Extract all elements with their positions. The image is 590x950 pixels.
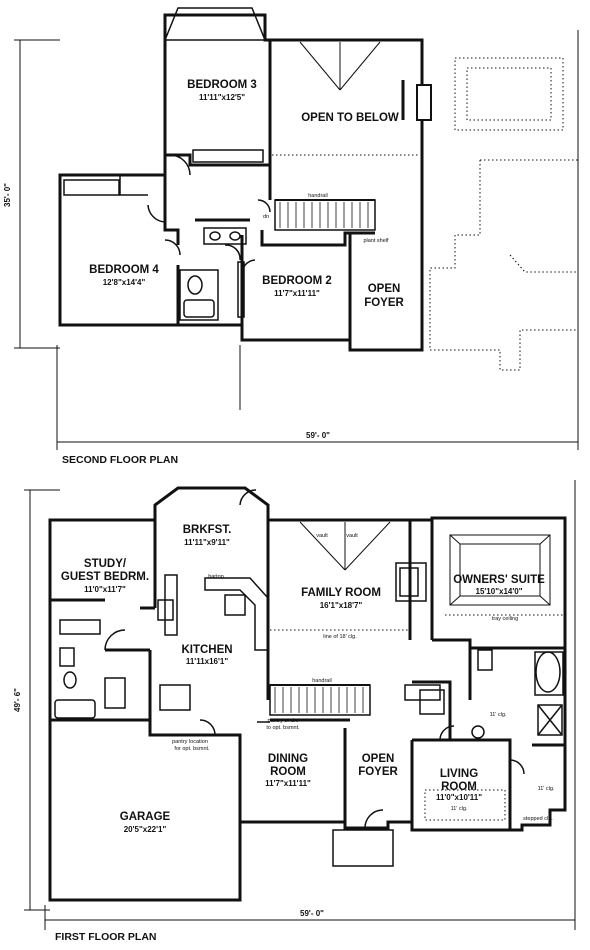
- stepped-clg-note: stepped clg.: [523, 816, 553, 822]
- first-open-foyer-line2: FOYER: [358, 766, 398, 778]
- pantry-location-note: pantry location: [172, 739, 208, 745]
- bedroom4-size: 12'8"x14'4": [103, 278, 146, 287]
- bedroom2-label: BEDROOM 2: [262, 275, 332, 287]
- tray-ceiling-note: tray ceiling: [492, 616, 518, 622]
- family-room-label: FAMILY ROOM: [301, 587, 381, 599]
- bedroom2-size: 11'7"x11'11": [274, 289, 320, 298]
- living-clg-note: 11' clg.: [451, 806, 468, 812]
- bedroom3-label: BEDROOM 3: [187, 79, 257, 91]
- vault-note-1: vault: [316, 533, 328, 539]
- clg-note-b: 11' clg.: [538, 786, 555, 792]
- study-size: 11'0"x11'7": [84, 585, 126, 594]
- first-floor-caption: FIRST FLOOR PLAN: [55, 931, 157, 943]
- dining-label-line1: DINING: [268, 753, 308, 765]
- second-depth-dimension: 35'- 0": [3, 183, 12, 207]
- open-foyer-line2: FOYER: [364, 297, 404, 309]
- owners-suite-size: 15'10"x14'0": [476, 587, 523, 596]
- first-open-foyer-line1: OPEN: [362, 753, 395, 765]
- stair-second-floor: [274, 199, 376, 231]
- line-of-clg-note: line of 18' clg.: [323, 634, 357, 640]
- garage-label: GARAGE: [120, 811, 171, 823]
- second-width-dimension: 59'- 0": [306, 431, 330, 440]
- first-width-dimension: 59'- 0": [300, 909, 324, 918]
- vault-note-2: vault: [346, 533, 358, 539]
- living-label-line1: LIVING: [440, 768, 478, 780]
- to-opt-bsmnt-note: to opt. bsmnt.: [266, 725, 300, 731]
- brkfst-label: BRKFST.: [183, 524, 232, 536]
- study-label-line1: STUDY/: [84, 558, 127, 570]
- pantry-or-note: pantry or dn.: [268, 718, 299, 724]
- first-floor-plan: [24, 480, 576, 930]
- brkfst-size: 11'11"x9'11": [184, 538, 230, 547]
- bedroom4-label: BEDROOM 4: [89, 264, 159, 276]
- kitchen-size: 11'11x16'1": [186, 657, 229, 666]
- bedroom3-size: 11'11"x12'5": [199, 93, 245, 102]
- dining-size: 11'7"x11'11": [265, 779, 311, 788]
- garage-size: 20'5"x22'1": [124, 825, 167, 834]
- stair-first-floor: [269, 684, 371, 716]
- stair-dn-note: dn: [263, 214, 269, 220]
- handrail-note: handrail: [308, 193, 328, 199]
- study-label-line2: GUEST BEDRM.: [61, 571, 149, 583]
- family-room-size: 16'1"x18'7": [320, 601, 363, 610]
- second-floor-plan: [14, 7, 579, 450]
- first-depth-dimension: 49'- 6": [13, 688, 22, 712]
- kitchen-label: KITCHEN: [181, 644, 232, 656]
- opt-bsmnt-note: for opt. bsmnt.: [174, 746, 210, 752]
- open-foyer-line1: OPEN: [368, 283, 401, 295]
- first-handrail-note: handrail: [312, 678, 332, 684]
- living-label-line2: ROOM: [441, 781, 477, 793]
- owners-suite-label: OWNERS' SUITE: [453, 574, 545, 586]
- dining-label-line2: ROOM: [270, 766, 306, 778]
- bartop-note: bartop: [208, 574, 224, 580]
- clg-note-a: 11' clg.: [490, 712, 507, 718]
- plant-shelf-note: plant shelf: [363, 238, 389, 244]
- open-to-below-label: OPEN TO BELOW: [301, 112, 399, 124]
- living-size: 11'0"x10'11": [436, 793, 482, 802]
- second-floor-caption: SECOND FLOOR PLAN: [62, 454, 178, 466]
